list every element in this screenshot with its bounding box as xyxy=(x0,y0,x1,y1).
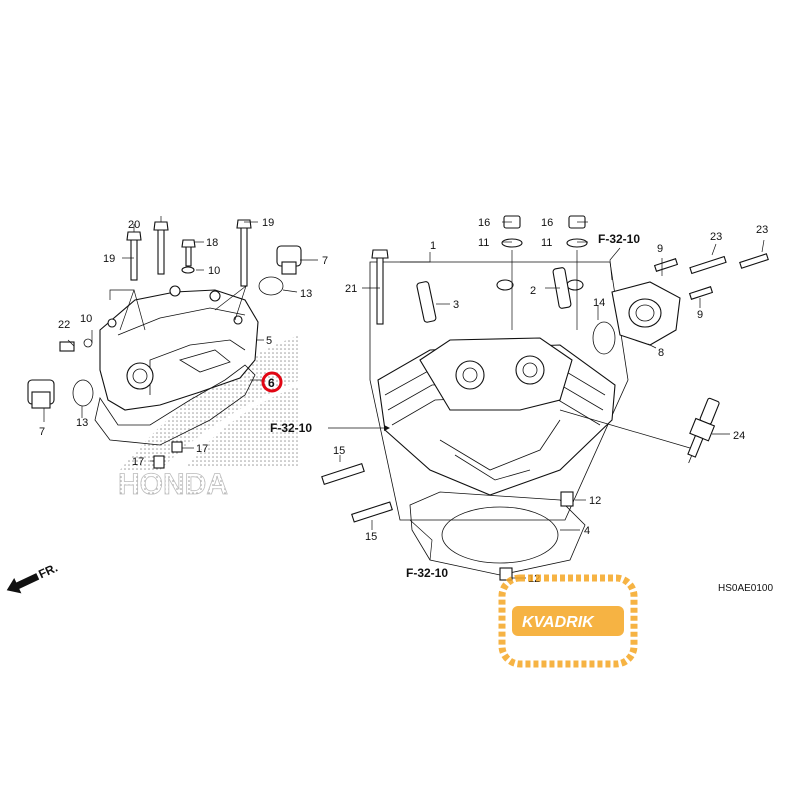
callout-16: 16 xyxy=(541,217,553,229)
head-stud-21 xyxy=(371,249,389,325)
callout-7: 7 xyxy=(322,255,328,267)
stud-bolts-15 xyxy=(321,463,393,523)
direction-label: FR. xyxy=(36,561,59,582)
cylinder-head-cover xyxy=(99,285,259,411)
callout-13: 13 xyxy=(76,417,88,429)
filler-caps xyxy=(27,245,302,409)
head-cover-gasket xyxy=(94,364,256,446)
callout-9: 9 xyxy=(697,309,703,321)
callout-15: 15 xyxy=(333,445,345,457)
honda-wing-logo: HONDA xyxy=(118,335,300,501)
dowel-pin xyxy=(171,441,183,453)
callout-2: 2 xyxy=(530,285,536,297)
callout-19: 19 xyxy=(103,253,115,265)
callout-13: 13 xyxy=(300,288,312,300)
callout-10: 10 xyxy=(80,313,92,325)
valve-guides xyxy=(416,267,572,323)
callout-11: 11 xyxy=(478,237,489,249)
callout-3: 3 xyxy=(453,299,459,311)
intake-insulator xyxy=(592,253,769,355)
reference-labels: F-32-10 F-32-10 F-32-10 xyxy=(270,232,640,580)
callout-9: 9 xyxy=(657,243,663,255)
highlighted-callout-6[interactable]: 6 xyxy=(261,371,283,393)
callout-23: 23 xyxy=(756,224,768,236)
dowel-pin-12 xyxy=(499,567,513,581)
ref-label: F-32-10 xyxy=(598,232,640,246)
diagram-code: HS0AE0100 xyxy=(718,583,773,594)
callout-19: 19 xyxy=(262,217,274,229)
callout-6: 6 xyxy=(268,376,275,390)
callout-8: 8 xyxy=(658,347,664,359)
spark-plug xyxy=(687,397,720,464)
honda-brand-text: HONDA xyxy=(118,468,228,501)
callout-10: 10 xyxy=(208,265,220,277)
watermark-name: KVADRIK xyxy=(522,614,595,631)
callout-16: 16 xyxy=(478,217,490,229)
front-direction-indicator: FR. xyxy=(6,561,60,594)
callout-17: 17 xyxy=(196,443,208,455)
cylinder-head xyxy=(369,261,629,521)
ref-label: F-32-10 xyxy=(406,566,448,580)
callout-1: 1 xyxy=(430,240,436,252)
leader-lines xyxy=(43,216,765,579)
callout-4: 4 xyxy=(584,525,590,537)
callout-21: 21 xyxy=(345,283,357,295)
callout-7: 7 xyxy=(39,426,45,438)
callout-18: 18 xyxy=(206,237,218,249)
small-bolt-washer xyxy=(59,338,93,352)
callout-5: 5 xyxy=(266,335,272,347)
callout-15: 15 xyxy=(365,531,377,543)
highlight-ring xyxy=(261,371,283,393)
callout-17: 17 xyxy=(132,456,144,468)
callout-22: 22 xyxy=(58,319,70,331)
callout-23: 23 xyxy=(710,231,722,243)
kvadrik-watermark-logo: KVADRIK СВОБОДА ДВИЖЕНИЯ xyxy=(498,574,638,668)
callout-14: 14 xyxy=(593,297,605,309)
ref-label: F-32-10 xyxy=(270,421,312,435)
callout-20: 20 xyxy=(128,219,140,231)
watermark-tagline: СВОБОДА ДВИЖЕНИЯ xyxy=(560,630,615,636)
head-gasket xyxy=(409,491,586,576)
callout-11: 11 xyxy=(541,237,552,249)
cover-bolts xyxy=(126,219,252,287)
callout-labels: 1 2 3 4 5 7 7 8 9 9 10 10 11 11 12 12 13… xyxy=(39,217,768,585)
callout-12: 12 xyxy=(589,495,601,507)
dowel-pin-12 xyxy=(560,491,574,507)
callout-24: 24 xyxy=(733,430,745,442)
dowel-pin xyxy=(153,455,165,469)
